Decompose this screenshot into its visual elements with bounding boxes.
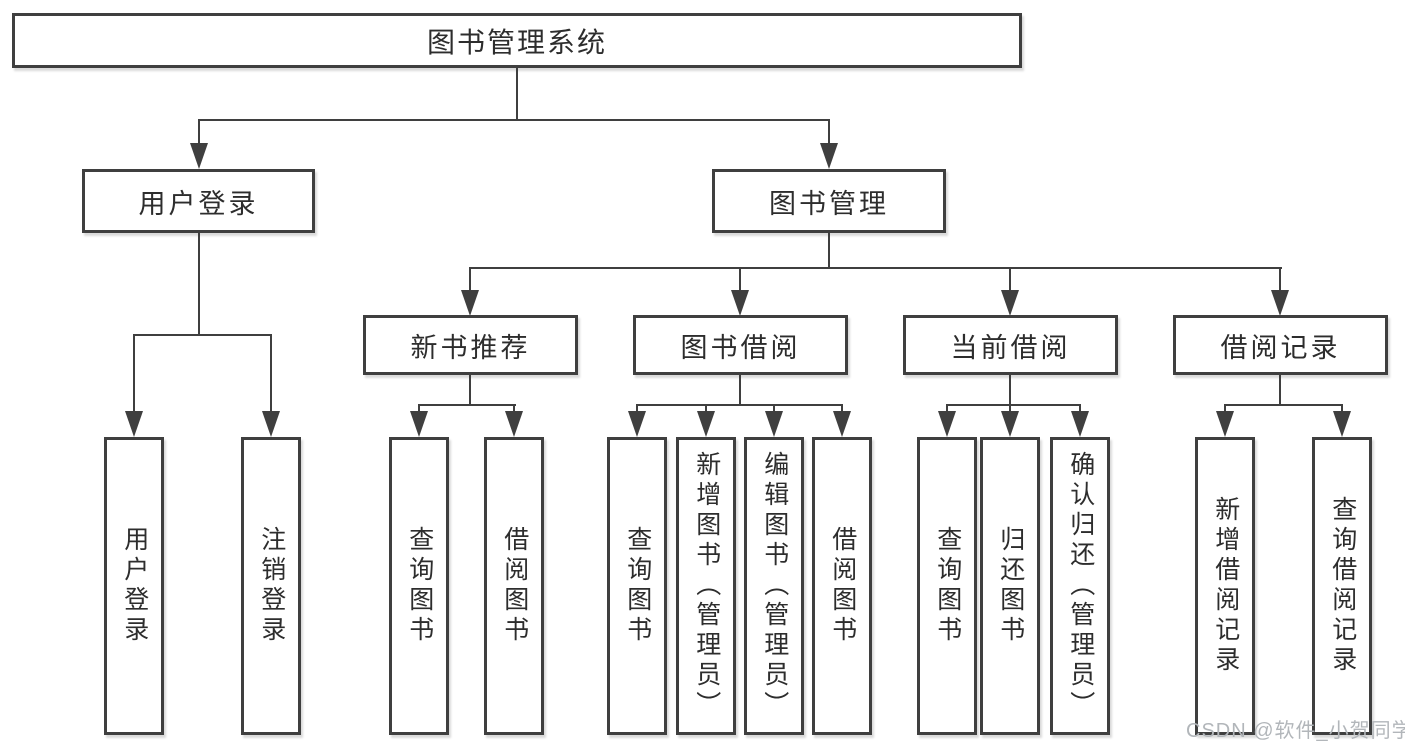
arrow-down-icon [628,411,646,437]
leaf-newbooks-query-books-label: 查询图书 [405,526,434,646]
arrow-down-icon [820,143,838,169]
leaf-borrow-edit-books-admin-label: 编辑图书（管理员） [760,451,789,721]
connector-book-borrow-rail [636,404,843,406]
arrow-down-icon [1001,411,1019,437]
leaf-user-login-label: 用户登录 [120,526,149,646]
connector-root-stem [516,65,518,121]
arrow-down-icon [190,143,208,169]
leaf-newbooks-query-books: 查询图书 [389,437,449,735]
connector-drop-leaf [705,404,707,414]
connector-drop-leaf [418,404,420,414]
connector-new-books-rail [418,404,516,406]
arrow-down-icon [697,411,715,437]
arrow-down-icon [731,290,749,316]
node-user-login: 用户登录 [82,169,315,233]
node-book-mgmt: 图书管理 [712,169,946,233]
connector-book-borrow-stem [739,373,741,406]
connector-user-login-stem [198,230,200,336]
leaf-records-query-record: 查询借阅记录 [1312,437,1372,735]
connector-drop-leaf [773,404,775,414]
leaf-current-return-books-label: 归还图书 [996,526,1025,646]
leaf-current-confirm-return-admin: 确认归还（管理员） [1050,437,1110,735]
arrow-down-icon [833,411,851,437]
arrow-down-icon [1333,411,1351,437]
leaf-records-add-record-label: 新增借阅记录 [1211,496,1240,676]
node-book-borrow-label: 图书借阅 [680,332,801,363]
connector-drop-user-login [198,119,200,146]
connector-drop-leaf [841,404,843,414]
node-book-borrow: 图书借阅 [633,315,848,375]
connector-current-borrow-rail [946,404,1081,406]
connector-drop-section [739,267,741,293]
leaf-current-query-books-label: 查询图书 [933,526,962,646]
connector-drop-leaf [1224,404,1226,414]
connector-current-borrow-stem [1009,373,1011,406]
connector-drop-leaf [946,404,948,414]
arrow-down-icon [938,411,956,437]
leaf-borrow-query-books: 查询图书 [607,437,667,735]
arrow-down-icon [125,411,143,437]
connector-drop-leaf [1341,404,1343,414]
connector-user-login-rail [133,334,272,336]
leaf-user-login: 用户登录 [104,437,164,735]
connector-drop-leaf [1079,404,1081,414]
arrow-down-icon [1271,290,1289,316]
csdn-watermark: CSDN @软件_小贺同学 [1186,720,1405,742]
node-borrow-records: 借阅记录 [1173,315,1388,375]
arrow-down-icon [1216,411,1234,437]
connector-root-rail [198,119,830,121]
connector-drop-section [1279,267,1281,293]
arrow-down-icon [1001,290,1019,316]
arrow-down-icon [1071,411,1089,437]
node-book-mgmt-label: 图书管理 [769,188,889,219]
node-current-borrow-label: 当前借阅 [950,332,1071,363]
leaf-borrow-borrow-books-label: 借阅图书 [828,526,857,646]
arrow-down-icon [765,411,783,437]
arrow-down-icon [505,411,523,437]
leaf-borrow-add-books-admin: 新增图书（管理员） [676,437,736,735]
node-current-borrow: 当前借阅 [903,315,1118,375]
node-root: 图书管理系统 [12,13,1022,68]
node-new-books: 新书推荐 [363,315,578,375]
connector-drop-book-mgmt [828,119,830,146]
connector-book-mgmt-stem [828,230,830,269]
arrow-down-icon [461,290,479,316]
leaf-logout: 注销登录 [241,437,301,735]
connector-drop-section [469,267,471,293]
leaf-current-confirm-return-admin-label: 确认归还（管理员） [1066,451,1095,721]
leaf-newbooks-borrow-books: 借阅图书 [484,437,544,735]
leaf-current-query-books: 查询图书 [917,437,977,735]
node-root-label: 图书管理系统 [426,26,607,58]
node-borrow-records-label: 借阅记录 [1220,332,1341,363]
connector-drop-leaf [133,334,135,414]
leaf-current-return-books: 归还图书 [980,437,1040,735]
leaf-newbooks-borrow-books-label: 借阅图书 [500,526,529,646]
leaf-logout-label: 注销登录 [257,526,286,646]
connector-drop-leaf [1009,404,1011,414]
connector-drop-leaf [270,334,272,414]
leaf-borrow-borrow-books: 借阅图书 [812,437,872,735]
arrow-down-icon [262,411,280,437]
leaf-borrow-query-books-label: 查询图书 [623,526,652,646]
node-new-books-label: 新书推荐 [410,332,531,363]
connector-new-books-stem [469,373,471,406]
connector-drop-leaf [513,404,515,414]
connector-drop-section [1009,267,1011,293]
leaf-borrow-edit-books-admin: 编辑图书（管理员） [744,437,804,735]
leaf-records-query-record-label: 查询借阅记录 [1328,496,1357,676]
arrow-down-icon [410,411,428,437]
leaf-records-add-record: 新增借阅记录 [1195,437,1255,735]
connector-book-mgmt-rail [469,267,1282,269]
leaf-borrow-add-books-admin-label: 新增图书（管理员） [692,451,721,721]
node-user-login-label: 用户登录 [138,188,259,219]
connector-borrow-records-stem [1279,373,1281,406]
connector-drop-leaf [636,404,638,414]
connector-borrow-records-rail [1224,404,1343,406]
